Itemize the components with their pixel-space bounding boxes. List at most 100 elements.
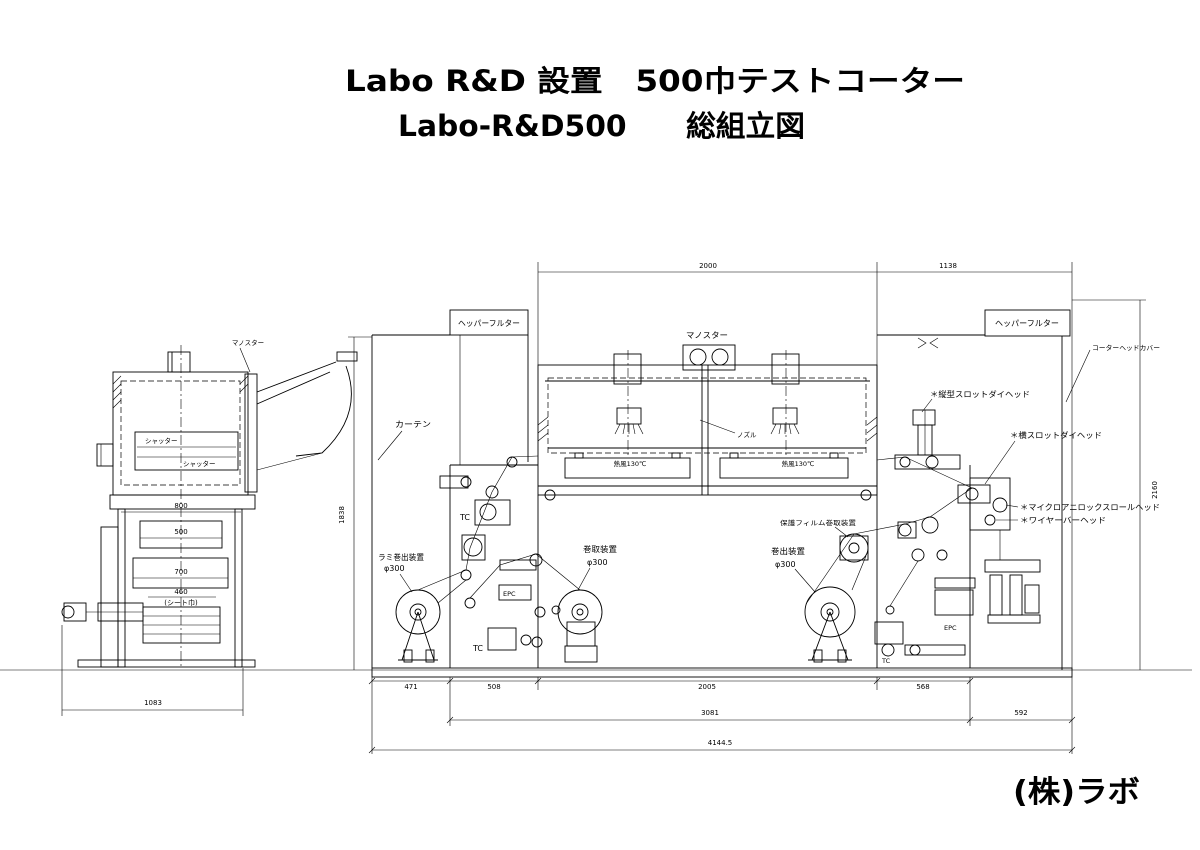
guide-roller — [551, 605, 561, 615]
dryer-hatching-left — [537, 416, 549, 442]
tc-motor-upper-wheel — [479, 503, 497, 521]
door-swing-arc — [295, 365, 352, 457]
bottom-dimensions — [368, 677, 1076, 754]
chamber-upper — [139, 520, 223, 549]
drive-motor — [63, 602, 87, 622]
motor-assembly-top — [984, 559, 1041, 573]
wire-bar-roll — [984, 514, 996, 526]
label-winder: 巻取装置 — [583, 544, 617, 554]
protective-film-leader — [834, 526, 849, 538]
drive-unit-wheel — [463, 537, 483, 557]
dim-4144-5: 4144.5 — [708, 739, 733, 747]
unwinder-core — [820, 602, 840, 622]
epc-box-right — [934, 589, 974, 616]
label-hot-air-right: 熱風130℃ — [782, 459, 815, 468]
unwinder-foot — [837, 649, 847, 663]
left-stand — [395, 456, 603, 668]
label-hepper-filter-right: ヘッパーフルター — [995, 319, 1059, 328]
winder-leader — [577, 567, 591, 591]
label-curtain: カーテン — [395, 420, 431, 429]
manostar-gauge-right — [711, 348, 729, 366]
hepper-filter-box-right — [984, 309, 1071, 337]
lami-unwinder-foot — [425, 649, 435, 663]
label-micro-anilox: ＊マイクロアニロックスロールヘッド — [1020, 503, 1160, 512]
base-frame — [77, 659, 256, 668]
exhaust-fan-right — [771, 353, 800, 385]
tc-motor-upper — [474, 499, 511, 526]
dim-1138: 1138 — [939, 262, 957, 270]
dim-1083: 1083 — [144, 699, 162, 707]
title-line-2: Labo-R&D500 総組立図 — [398, 109, 805, 143]
label-shutter-2: シャッター — [183, 459, 216, 468]
tc-motor-lower — [487, 627, 517, 651]
nozzle-spray-left — [614, 423, 644, 435]
unwinder-foot — [813, 649, 823, 663]
label-horizontal-slot-die: ＊横スロットダイヘッド — [1010, 430, 1102, 440]
lami-unwinder-shaft — [414, 608, 422, 616]
cover-arrow-mark — [917, 337, 939, 349]
film-path-right — [805, 456, 973, 605]
base-rail — [371, 667, 1073, 678]
film-path-left — [417, 455, 539, 591]
curtain-leader — [377, 430, 403, 461]
chamber-lower — [132, 557, 229, 589]
dryer-duct-outline — [547, 377, 867, 454]
dim-508: 508 — [487, 683, 500, 691]
dim-3081: 3081 — [701, 709, 719, 717]
nozzle-spray-right — [770, 423, 800, 435]
door-arm-lower — [256, 452, 323, 471]
label-left-manostar: マノスター — [232, 338, 264, 347]
hot-air-heater-right — [719, 457, 849, 479]
dim-2160: 2160 — [1151, 481, 1159, 499]
base-plate — [109, 494, 256, 510]
exhaust-fan-left — [613, 353, 642, 385]
label-lami-unwinder-dia: φ300 — [384, 564, 405, 573]
label-vertical-slot-die: ＊縦型スロットダイヘッド — [930, 389, 1030, 399]
left-dryer-unit — [61, 345, 358, 668]
dryer-hatching-right — [866, 416, 878, 442]
dim-500: 500 — [174, 528, 187, 536]
lami-unwinder-leader — [399, 573, 413, 593]
lami-unwinder-foot — [403, 649, 413, 663]
film-path-lami — [437, 579, 467, 604]
guide-roller — [534, 606, 546, 618]
dim-568: 568 — [916, 683, 929, 691]
dim-2005: 2005 — [698, 683, 716, 691]
protective-film-winder-core — [848, 542, 860, 554]
curtain-frame — [371, 309, 529, 668]
label-shutter-1: シャッター — [145, 436, 178, 445]
hot-air-heater-left — [564, 457, 691, 479]
label-unwinder: 巻出装置 — [771, 546, 805, 556]
horizontal-slot-die-leader — [984, 440, 1016, 485]
protective-film-path — [851, 555, 867, 591]
coating-head-frame — [969, 477, 1011, 531]
label-sheet-width: (シート巾) — [164, 598, 198, 607]
label-lami-unwinder: ラミ巻出装置 — [378, 552, 424, 562]
horizontal-slot-die — [957, 484, 991, 504]
guide-roller-bracket — [439, 475, 469, 489]
drive-motor-end — [61, 605, 75, 619]
manostar-gauge-left — [689, 348, 707, 366]
label-nozzle: ノズル — [737, 430, 757, 439]
main-dryer — [537, 344, 878, 501]
unwinder-stand — [808, 611, 852, 661]
dim-ticks — [368, 677, 1076, 754]
dim-471: 471 — [404, 683, 417, 691]
manostar-leader-left — [239, 347, 251, 373]
nozzle-leader — [699, 419, 736, 434]
film-path-epc — [889, 560, 919, 607]
coater-head-section — [804, 309, 1071, 670]
roller-bracket — [897, 521, 917, 539]
dim-800: 800 — [174, 502, 187, 510]
film-path-winder — [469, 553, 581, 599]
housing-hatching — [112, 375, 249, 409]
coater-cover-leader — [1065, 349, 1091, 403]
label-hepper-filter-left: ヘッパーフルター — [458, 319, 520, 328]
label-tc-2: TC — [472, 644, 483, 653]
guide-roller — [531, 636, 543, 648]
dim-700: 700 — [174, 568, 187, 576]
side-nozzle — [96, 443, 114, 467]
